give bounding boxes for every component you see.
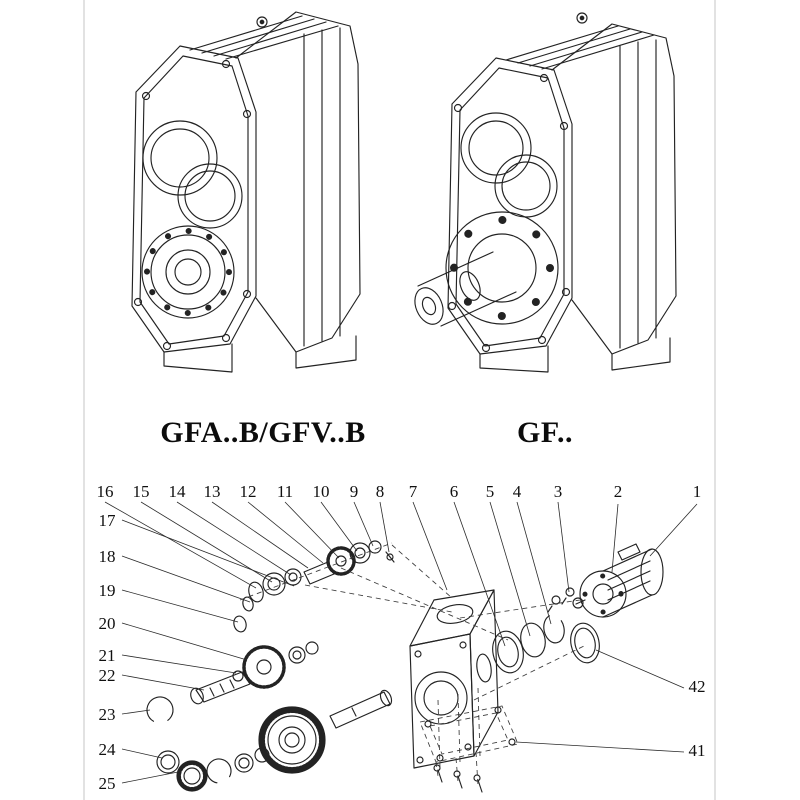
part-callout-24: 24 bbox=[98, 740, 116, 759]
part-callout-9: 9 bbox=[349, 482, 359, 501]
part-callout-4: 4 bbox=[512, 482, 522, 501]
part-callout-25: 25 bbox=[98, 774, 116, 793]
part-callout-10: 10 bbox=[312, 482, 330, 501]
part-callout-2: 2 bbox=[613, 482, 623, 501]
model-label-left: GFA..B/GFV..B bbox=[160, 416, 366, 449]
part-callout-12: 12 bbox=[239, 482, 257, 501]
part-callout-5: 5 bbox=[485, 482, 495, 501]
part-callout-18: 18 bbox=[98, 547, 116, 566]
part-callout-8: 8 bbox=[375, 482, 385, 501]
part-callout-16: 16 bbox=[96, 482, 114, 501]
part-callout-41: 41 bbox=[688, 741, 706, 760]
part-callout-17: 17 bbox=[98, 511, 116, 530]
part-callout-42: 42 bbox=[688, 677, 706, 696]
part-callout-23: 23 bbox=[98, 705, 116, 724]
part-callout-11: 11 bbox=[276, 482, 294, 501]
part-callout-13: 13 bbox=[203, 482, 221, 501]
exploded-assembly bbox=[146, 540, 664, 793]
assembly-axes bbox=[239, 542, 585, 787]
part-callout-3: 3 bbox=[553, 482, 563, 501]
gearbox-left-drawing bbox=[131, 11, 361, 373]
part-callout-22: 22 bbox=[98, 666, 116, 685]
gasket-corner-holes bbox=[424, 706, 516, 762]
part-callout-1: 1 bbox=[692, 482, 702, 501]
page-edge-lines bbox=[83, 0, 716, 800]
part-callout-21: 21 bbox=[98, 646, 116, 665]
part-callout-7: 7 bbox=[408, 482, 418, 501]
model-label-right: GF.. bbox=[517, 416, 573, 449]
gearbox-right-drawing bbox=[414, 12, 677, 373]
part-callout-14: 14 bbox=[168, 482, 186, 501]
part-callout-20: 20 bbox=[98, 614, 116, 633]
callout-leader-lines bbox=[104, 501, 698, 784]
part-callout-6: 6 bbox=[449, 482, 459, 501]
part-callout-19: 19 bbox=[98, 581, 116, 600]
part-callout-15: 15 bbox=[132, 482, 150, 501]
